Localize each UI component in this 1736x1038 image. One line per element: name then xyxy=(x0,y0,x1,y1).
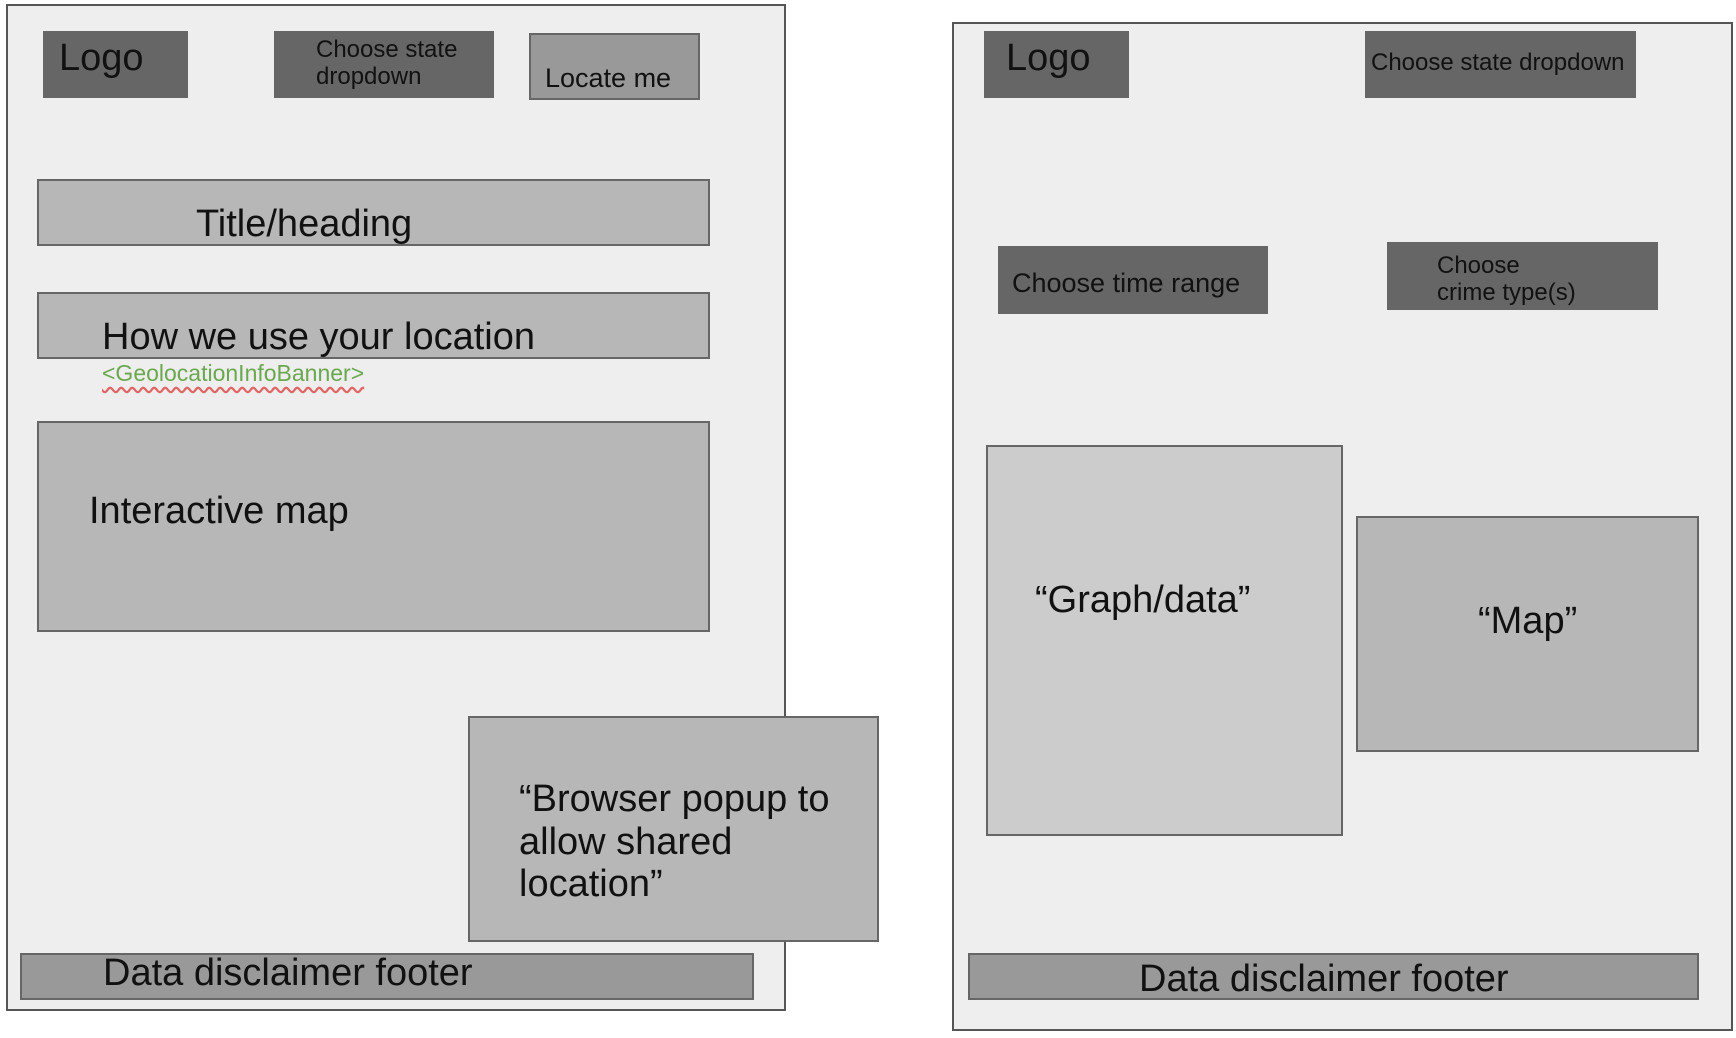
right-footer-label: Data disclaimer footer xyxy=(1139,958,1509,1000)
crime-type-selector[interactable]: Choose crime type(s) xyxy=(1387,242,1658,310)
time-range-selector[interactable]: Choose time range xyxy=(998,246,1268,314)
left-state-dropdown[interactable]: Choose state dropdown xyxy=(274,31,494,98)
right-map-label: “Map” xyxy=(1478,600,1578,642)
graph-data-box: “Graph/data” xyxy=(986,445,1343,836)
locate-me-label: Locate me xyxy=(545,63,672,93)
right-state-dropdown[interactable]: Choose state dropdown xyxy=(1365,31,1636,98)
browser-popup-label: “Browser popup to allow shared location” xyxy=(519,778,830,906)
left-footer-label: Data disclaimer footer xyxy=(103,952,473,994)
interactive-map-label: Interactive map xyxy=(89,490,349,532)
right-logo: Logo xyxy=(984,31,1129,98)
browser-popup-box: “Browser popup to allow shared location” xyxy=(468,716,879,942)
left-logo-label: Logo xyxy=(59,37,144,79)
location-info-label: How we use your location xyxy=(102,316,535,358)
geolocation-banner-annotation: <GeolocationInfoBanner> xyxy=(102,360,365,386)
location-info-box: How we use your location xyxy=(37,292,710,359)
time-range-label: Choose time range xyxy=(1012,268,1241,298)
title-heading-box: Title/heading xyxy=(37,179,710,246)
interactive-map-box[interactable]: Interactive map xyxy=(37,421,710,632)
left-logo: Logo xyxy=(43,31,188,98)
crime-type-label: Choose crime type(s) xyxy=(1437,252,1576,306)
right-footer: Data disclaimer footer xyxy=(968,953,1699,1000)
left-state-dropdown-label: Choose state dropdown xyxy=(316,36,458,90)
right-logo-label: Logo xyxy=(1006,37,1091,79)
title-heading-label: Title/heading xyxy=(196,203,413,245)
locate-me-button[interactable]: Locate me xyxy=(529,33,700,100)
graph-data-label: “Graph/data” xyxy=(1035,579,1251,621)
right-state-dropdown-label: Choose state dropdown xyxy=(1371,49,1625,76)
left-footer: Data disclaimer footer xyxy=(20,952,754,1000)
right-map-box[interactable]: “Map” xyxy=(1356,516,1699,752)
